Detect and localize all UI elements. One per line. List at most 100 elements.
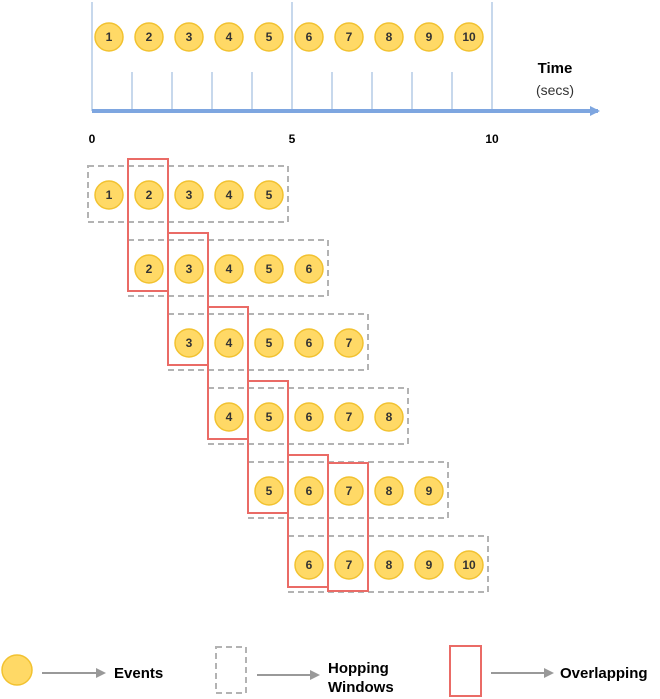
event-label: 3	[186, 30, 193, 44]
event-label: 6	[306, 262, 313, 276]
event-circle	[214, 22, 244, 52]
event-label: 10	[462, 30, 476, 44]
event: 8	[374, 402, 404, 432]
event-label: 5	[266, 262, 273, 276]
event: 9	[414, 22, 444, 52]
event: 5	[254, 22, 284, 52]
event-label: 3	[186, 188, 193, 202]
time-axis-unit: (secs)	[536, 82, 574, 98]
overlap-box	[247, 380, 289, 514]
event-label: 7	[346, 484, 353, 498]
legend-event-icon	[1, 654, 33, 686]
event: 3	[174, 254, 204, 284]
event: 8	[374, 476, 404, 506]
event: 1	[94, 22, 124, 52]
overlap-boxes	[127, 158, 369, 592]
event-label: 6	[306, 336, 313, 350]
event-circle	[294, 328, 324, 358]
event-label: 3	[186, 336, 193, 350]
legend-overlapping-label: Overlapping	[560, 665, 648, 682]
event: 6	[294, 254, 324, 284]
event: 7	[334, 476, 364, 506]
event-circle	[294, 476, 324, 506]
event-label: 4	[226, 410, 233, 424]
event-label: 2	[146, 262, 153, 276]
event-circle	[294, 550, 324, 580]
legend-windows-label: Windows	[328, 679, 394, 696]
event-label: 7	[346, 30, 353, 44]
event: 1	[94, 180, 124, 210]
event-label: 7	[346, 336, 353, 350]
event-circle	[374, 22, 404, 52]
event-label: 4	[226, 262, 233, 276]
legend-overlap-icon	[449, 645, 482, 697]
event: 4	[214, 402, 244, 432]
event-circle	[134, 254, 164, 284]
event-label: 1	[106, 30, 113, 44]
legend: Events Hopping Windows Overlapping	[1, 645, 648, 697]
event-circle	[254, 22, 284, 52]
event: 5	[254, 254, 284, 284]
event-label: 7	[346, 558, 353, 572]
event: 4	[214, 180, 244, 210]
overlap-box	[327, 462, 369, 592]
event-circle	[174, 22, 204, 52]
event-label: 2	[146, 188, 153, 202]
event: 7	[334, 328, 364, 358]
overlap-box	[167, 232, 209, 366]
event-label: 6	[306, 410, 313, 424]
event: 7	[334, 22, 364, 52]
event-circle	[334, 550, 364, 580]
event: 8	[374, 22, 404, 52]
event-label: 10	[462, 558, 476, 572]
event: 3	[174, 180, 204, 210]
event: 6	[294, 476, 324, 506]
event-circle	[334, 476, 364, 506]
event: 3	[174, 328, 204, 358]
event-circle	[294, 254, 324, 284]
event-label: 4	[226, 336, 233, 350]
event-label: 5	[266, 188, 273, 202]
tick-label: 0	[89, 132, 96, 146]
event-label: 5	[266, 30, 273, 44]
event: 4	[214, 328, 244, 358]
event: 7	[334, 550, 364, 580]
hopping-window: 3 4 5 6 7	[167, 313, 369, 371]
legend-events-label: Events	[114, 665, 163, 682]
event-circle	[214, 180, 244, 210]
event-circle	[254, 476, 284, 506]
event-circle	[254, 328, 284, 358]
event-circle	[174, 328, 204, 358]
event-label: 8	[386, 484, 393, 498]
event-circle	[174, 254, 204, 284]
event-label: 6	[306, 484, 313, 498]
hopping-window: 1 2 3 4 5	[87, 165, 289, 223]
event-label: 4	[226, 188, 233, 202]
event-circle	[334, 22, 364, 52]
event-label: 4	[226, 30, 233, 44]
event-label: 5	[266, 336, 273, 350]
event-label: 6	[306, 558, 313, 572]
event-circle	[214, 402, 244, 432]
event: 4	[214, 22, 244, 52]
event: 2	[134, 22, 164, 52]
event: 2	[134, 180, 164, 210]
event: 10	[454, 550, 484, 580]
event-circle	[294, 402, 324, 432]
hopping-window: 2 3 4 5 6	[127, 239, 329, 297]
event-circle	[414, 550, 444, 580]
event: 6	[294, 328, 324, 358]
tick-label: 10	[485, 132, 499, 146]
event: 6	[294, 402, 324, 432]
event-label: 9	[426, 484, 433, 498]
event-label: 2	[146, 30, 153, 44]
event: 6	[294, 22, 324, 52]
event-circle	[374, 550, 404, 580]
event-circle	[414, 22, 444, 52]
event: 7	[334, 402, 364, 432]
hopping-window-box	[87, 165, 289, 223]
